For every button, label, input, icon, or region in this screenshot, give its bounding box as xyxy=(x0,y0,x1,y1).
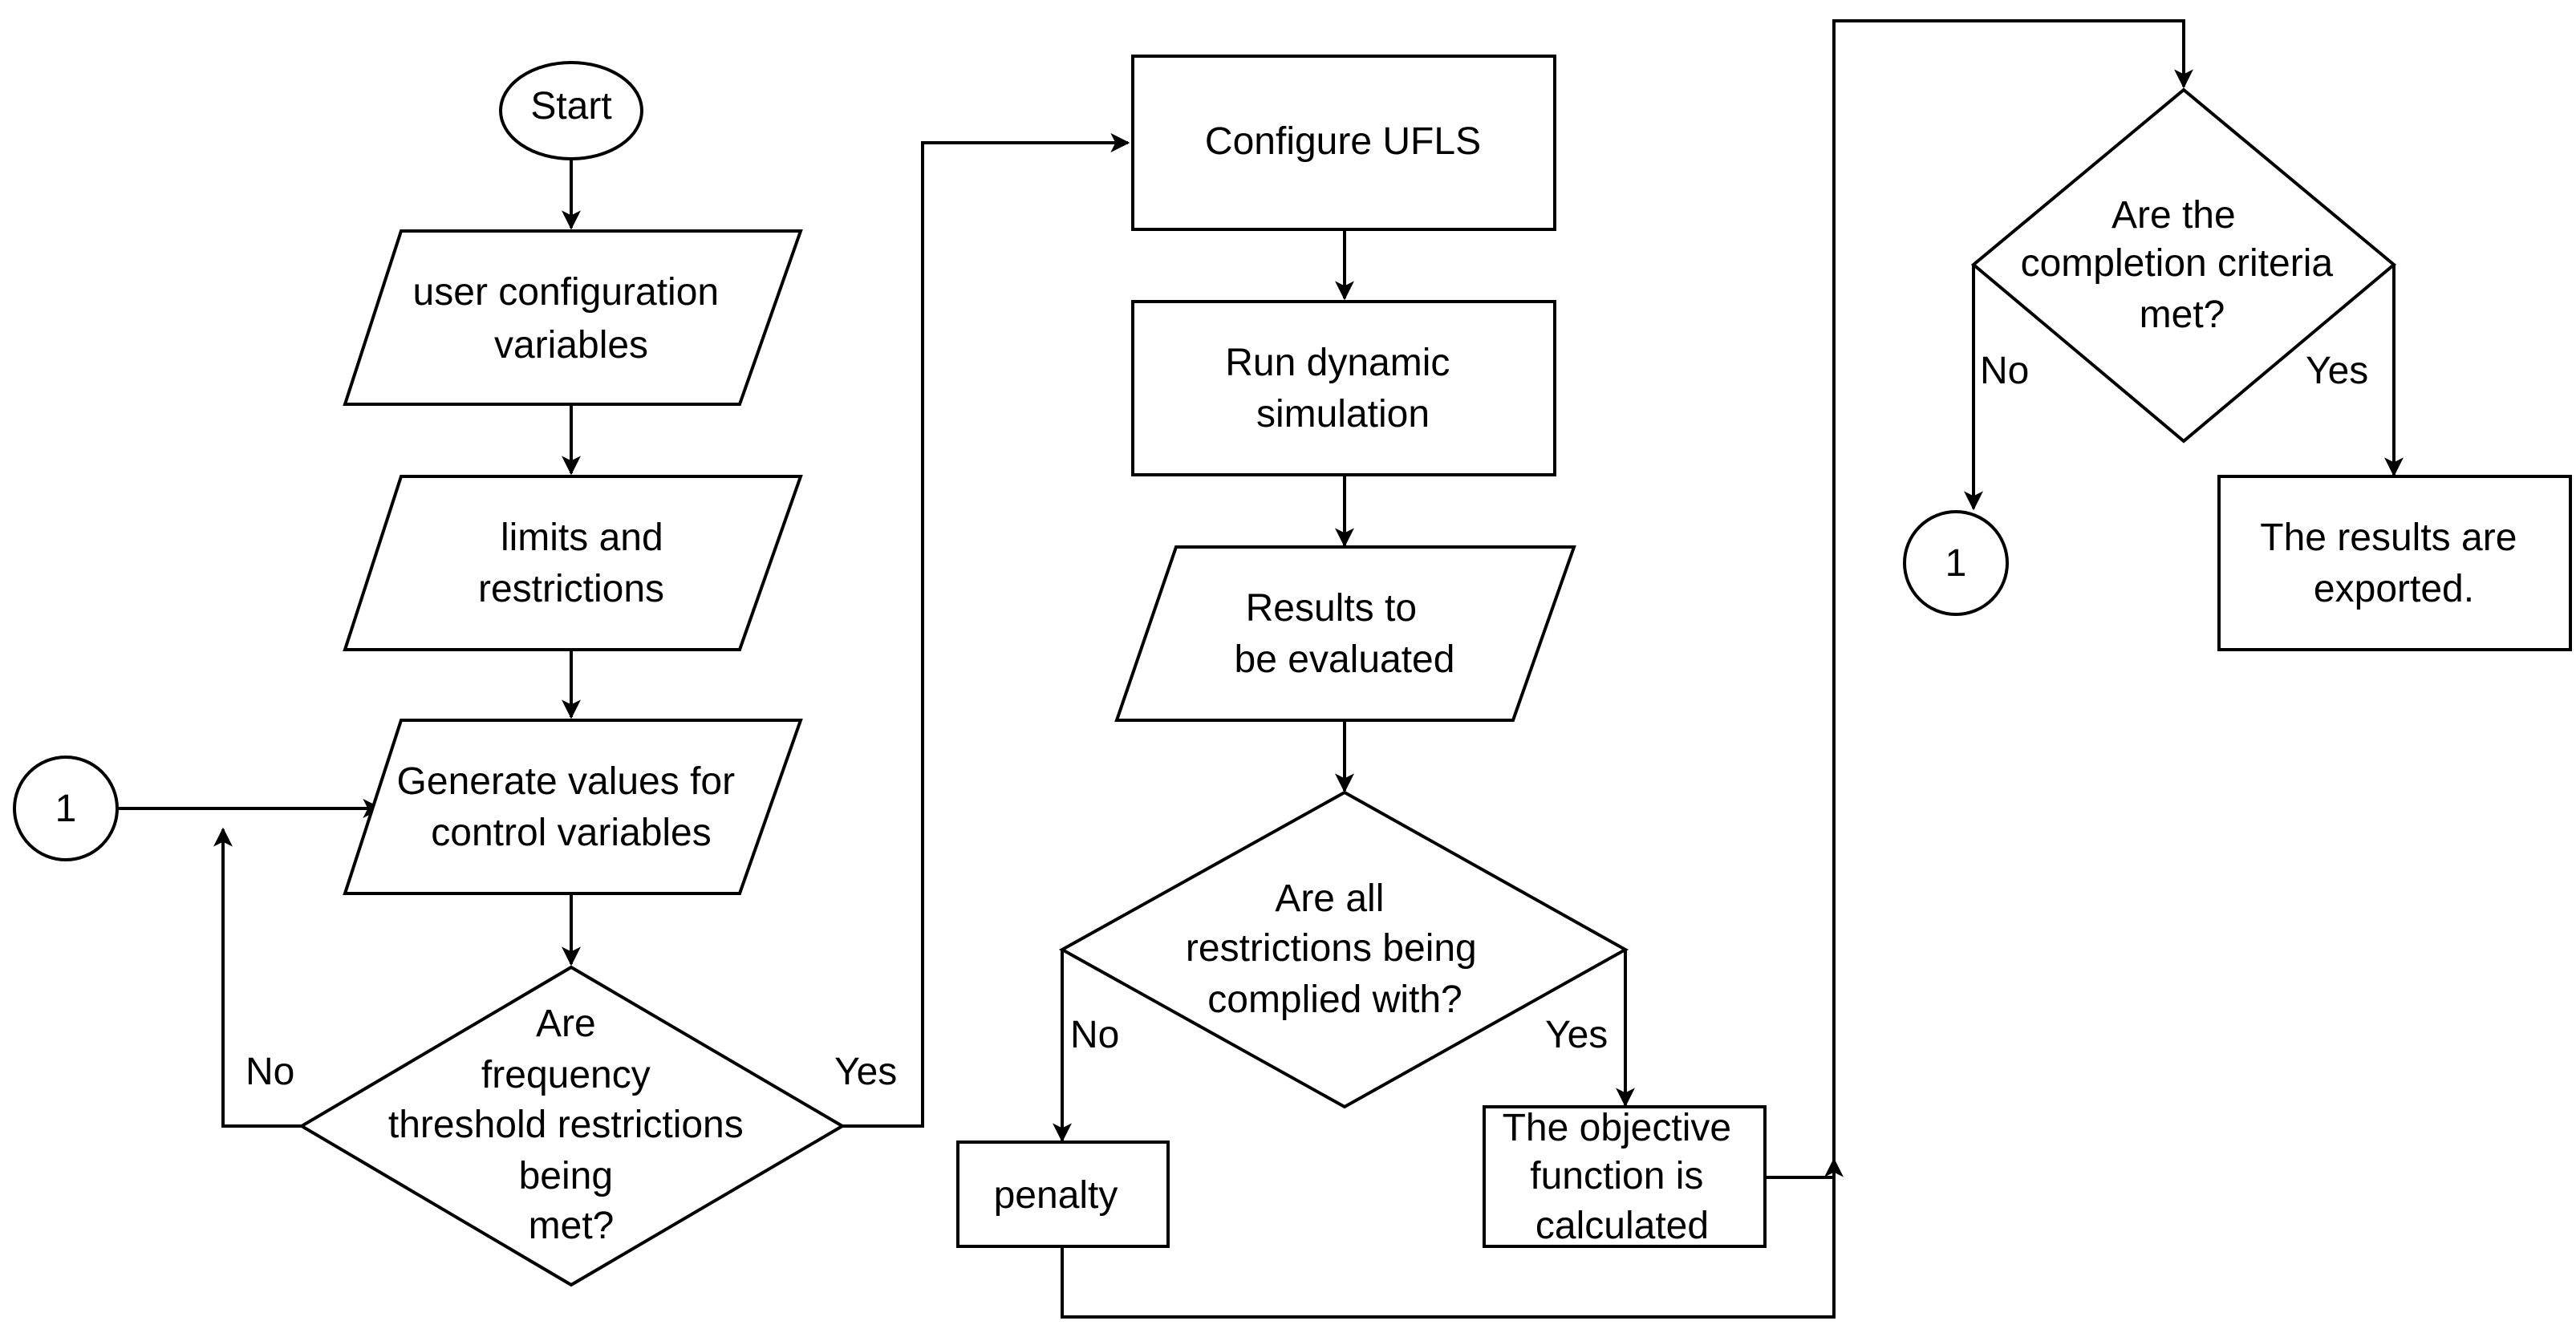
label-restr-yes: Yes xyxy=(1545,1014,1608,1056)
run-sim-label: Run dynamic simulation xyxy=(1225,342,1460,436)
results-eval-label: Results to be evaluated xyxy=(1235,587,1455,681)
connector-right-circle xyxy=(1903,510,2009,616)
connector-left-circle xyxy=(13,756,119,861)
penalty-process xyxy=(956,1141,1170,1248)
node-limits: limits and restrictions xyxy=(343,475,803,651)
label-completion-yes: Yes xyxy=(2306,350,2368,392)
node-connector-right: 1 xyxy=(1903,510,2009,616)
node-run-sim: Run dynamic simulation xyxy=(1131,300,1556,476)
node-exported: The results are exported. xyxy=(2217,475,2572,651)
exported-process xyxy=(2217,475,2572,651)
user-config-io xyxy=(343,229,803,406)
node-completion-decision: Are the completion criteria met? xyxy=(1970,87,2397,444)
edge-labels: No Yes No Yes No Yes xyxy=(245,350,2368,1093)
node-results-eval: Results to be evaluated xyxy=(1114,545,1576,722)
objective-process xyxy=(1483,1105,1767,1248)
objective-label: The objective function is calculated xyxy=(1503,1107,1742,1247)
label-restr-no: No xyxy=(1070,1014,1119,1056)
completion-decision-label: Are the completion criteria met? xyxy=(2021,194,2344,336)
label-freq-yes: Yes xyxy=(834,1051,897,1093)
results-eval-io xyxy=(1114,545,1576,722)
edge-penalty-to-merge xyxy=(1061,1157,1844,1319)
limits-label: limits and restrictions xyxy=(478,517,674,610)
node-restr-decision: Are all restrictions being complied with… xyxy=(1058,790,1629,1109)
restr-decision-label: Are all restrictions being complied with… xyxy=(1186,877,1487,1021)
generate-label: Generate values for control variables xyxy=(397,760,746,854)
connector-right-label: 1 xyxy=(1945,542,1967,585)
start-label: Start xyxy=(530,85,611,128)
penalty-label: penalty xyxy=(994,1174,1118,1217)
edge-freq-no-loop xyxy=(213,827,302,1128)
edges xyxy=(119,19,2404,1319)
freq-decision-diamond xyxy=(298,965,846,1287)
user-config-label: user configuration variables xyxy=(413,271,730,367)
exported-label: The results are exported. xyxy=(2260,517,2527,610)
configure-label: Configure UFLS xyxy=(1205,120,1481,163)
node-objective: The objective function is calculated xyxy=(1483,1105,1767,1248)
configure-process xyxy=(1131,55,1556,231)
limits-io xyxy=(343,475,803,651)
edge-merge-to-completion-decision xyxy=(1832,19,2193,1160)
freq-decision-label: Are frequency threshold restrictions bei… xyxy=(388,1003,754,1247)
node-penalty: penalty xyxy=(956,1141,1170,1248)
generate-io xyxy=(343,719,803,895)
connector-left-label: 1 xyxy=(55,788,77,830)
node-configure: Configure UFLS xyxy=(1131,55,1556,231)
completion-decision-diamond xyxy=(1970,87,2397,444)
run-sim-process xyxy=(1131,300,1556,476)
start-terminal xyxy=(499,61,643,160)
node-freq-decision: Are frequency threshold restrictions bei… xyxy=(298,965,846,1287)
node-start: Start xyxy=(499,61,643,160)
label-freq-no: No xyxy=(245,1051,294,1093)
node-connector-left: 1 xyxy=(13,756,119,861)
node-user-config: user configuration variables xyxy=(343,229,803,406)
restr-decision-diamond xyxy=(1058,790,1629,1109)
node-generate: Generate values for control variables xyxy=(343,719,803,895)
label-completion-no: No xyxy=(1980,350,2029,392)
edge-freq-yes-to-configure xyxy=(842,133,1130,1128)
